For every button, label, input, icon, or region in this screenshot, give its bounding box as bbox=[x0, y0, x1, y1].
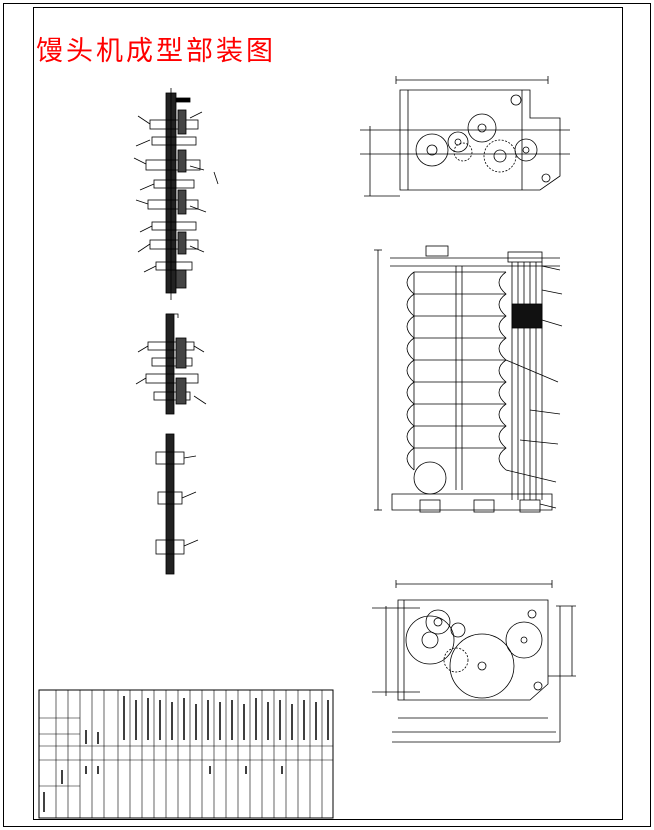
section-view-upper bbox=[133, 88, 219, 300]
inner-frame bbox=[33, 7, 623, 820]
section-view-middle bbox=[135, 313, 207, 415]
gearbox-top-view bbox=[360, 76, 570, 197]
roller-front-view bbox=[374, 245, 563, 513]
outer-frame bbox=[3, 3, 651, 827]
drawing-title: 馒头机成型部装图 bbox=[36, 36, 276, 67]
gearbox-bottom-view bbox=[372, 580, 576, 743]
section-view-lower bbox=[155, 433, 199, 575]
parts-list-table bbox=[38, 689, 334, 819]
